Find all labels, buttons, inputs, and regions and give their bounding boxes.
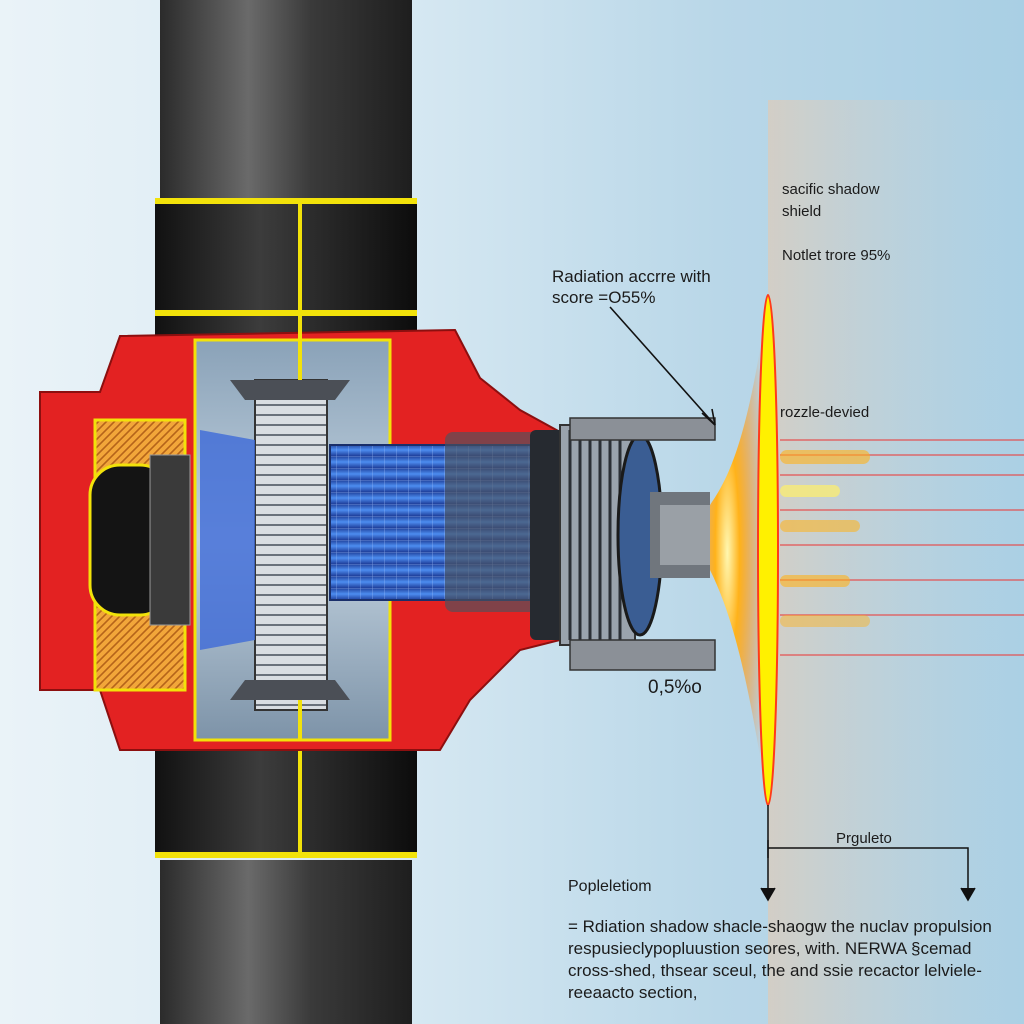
- caption-line: = Rdiation shadow shacle-shaogw the nucl…: [568, 917, 992, 936]
- nozzle: [569, 417, 716, 671]
- label-radiation-score-line2: score =O55%: [552, 288, 656, 307]
- label-shadow-shield-line1: sacific shadow: [782, 181, 880, 198]
- label-nozzle-score: Notlet trore 95%: [782, 247, 891, 264]
- label-shadow-shield-line2: shield: [782, 203, 822, 220]
- dimension-bracket: [760, 840, 976, 902]
- label-percent-small: 0,5%o: [648, 677, 702, 698]
- radiation-arrow: [609, 306, 716, 426]
- label-nozzle-devied: rozzle-devied: [780, 404, 870, 421]
- caption-line: cross-shed, thsear sceul, the and ssie r…: [568, 961, 982, 980]
- label-prguleto: Prguleto: [836, 830, 892, 847]
- caption-line: reeaacto section,: [568, 983, 698, 1002]
- caption: = Rdiation shadow shacle-shaogw the nucl…: [568, 916, 1008, 1004]
- label-radiation-score-line1: Radiation accrre with: [552, 267, 711, 286]
- label-popleletiom: Popleletiom: [568, 878, 652, 895]
- exhaust-plume: [710, 294, 1024, 806]
- shadow-region: [768, 100, 1024, 1024]
- caption-line: respusieclypopluustion seores, with. NER…: [568, 939, 972, 958]
- arrowhead-icon: [701, 408, 716, 426]
